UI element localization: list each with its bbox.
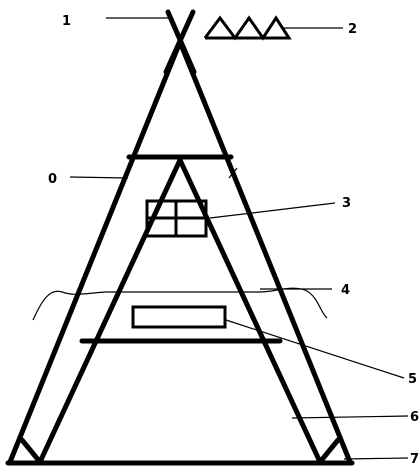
label-0: 0 (48, 172, 57, 187)
leader-line-7 (344, 458, 408, 459)
label-4: 4 (341, 283, 350, 298)
label-3: 3 (342, 196, 351, 211)
leader-line-3 (210, 203, 335, 218)
leader-line-6 (292, 416, 408, 418)
label-1: 1 (62, 14, 71, 29)
outer-left-pole (10, 42, 180, 462)
right-corner-wedge (320, 440, 338, 462)
leader-line-0 (70, 177, 128, 178)
outer-right-pole (180, 42, 350, 462)
label-5: 5 (408, 372, 417, 387)
inner-left-pole (40, 160, 180, 462)
flag-triangles (205, 18, 289, 38)
lower-rectangle (133, 307, 225, 327)
inner-right-pole (180, 160, 320, 462)
label-2: 2 (348, 22, 357, 37)
left-corner-wedge (22, 440, 40, 462)
label-6: 6 (410, 410, 419, 425)
label-7: 7 (410, 452, 419, 466)
